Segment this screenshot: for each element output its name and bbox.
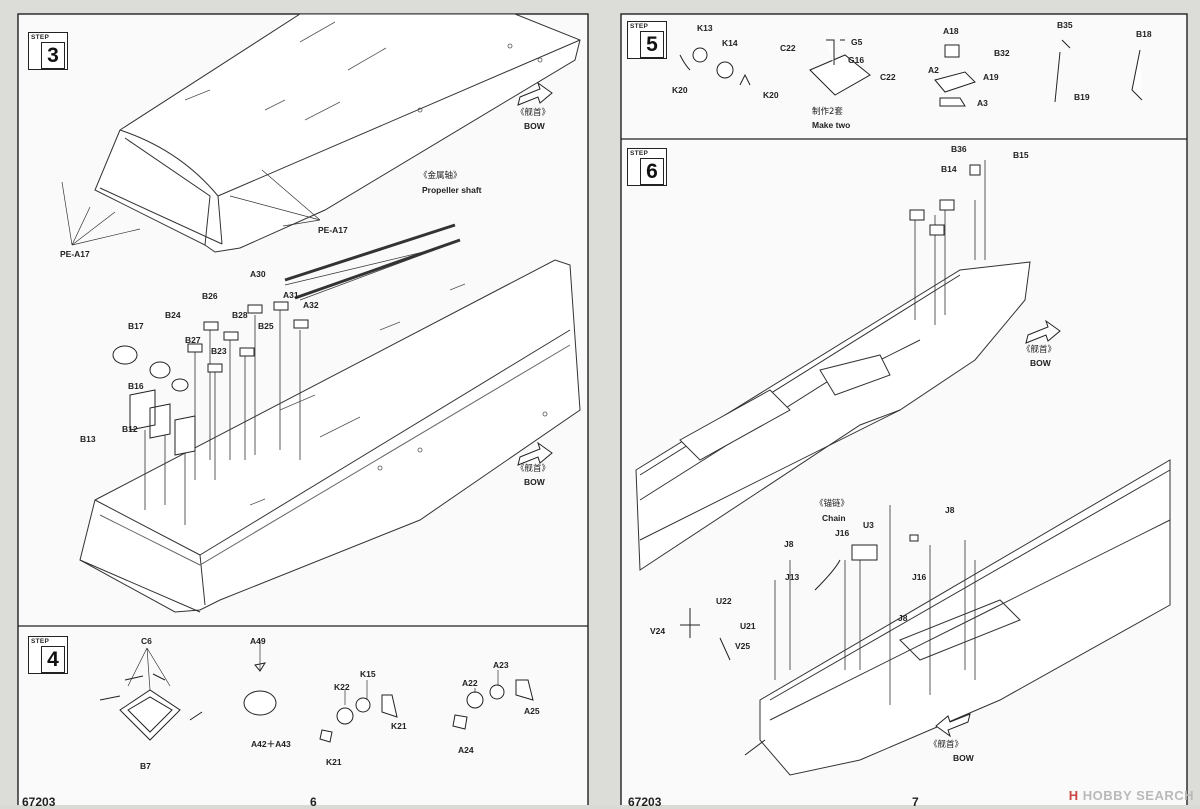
- step4-badge: STEP 4: [28, 636, 68, 674]
- step6-drops: [774, 160, 986, 705]
- label-v25: V25: [735, 641, 751, 651]
- label-b23: B23: [211, 346, 227, 356]
- label-k14: K14: [722, 38, 738, 48]
- label-bow1-cn: 《舰首》: [516, 108, 551, 118]
- step6-number: 6: [640, 158, 664, 185]
- step5-word: STEP: [630, 23, 649, 30]
- step3-number: 3: [41, 42, 65, 69]
- right-footer-code: 67203: [628, 795, 662, 809]
- label-k20b: K20: [763, 90, 779, 100]
- label-a42-a43: A42＋A43: [251, 739, 291, 749]
- label-chain-en: Chain: [822, 513, 846, 523]
- label-g16: G16: [848, 55, 865, 65]
- label-b19: B19: [1074, 92, 1090, 102]
- label-a49: A49: [250, 636, 266, 646]
- step3-word: STEP: [31, 34, 50, 41]
- label-a23: A23: [493, 660, 509, 670]
- label-u21: U21: [740, 621, 756, 631]
- step4-number: 4: [41, 646, 65, 673]
- label-a32: A32: [303, 300, 319, 310]
- watermark-text: HOBBY SEARCH: [1082, 788, 1194, 803]
- label-a25: A25: [524, 706, 540, 716]
- step6-badge: STEP 6: [627, 148, 667, 186]
- label-b28: B28: [232, 310, 248, 320]
- label-bow1-en: BOW: [524, 121, 545, 131]
- label-b27: B27: [185, 335, 201, 345]
- left-footer-code: 67203: [22, 795, 56, 809]
- label-b13: B13: [80, 434, 96, 444]
- lower-hull-part: [79, 259, 581, 613]
- label-b26: B26: [202, 291, 218, 301]
- label-k13: K13: [697, 23, 713, 33]
- label-shaft-cn: 《金属轴》: [419, 171, 462, 181]
- label-chain-cn: 《锚链》: [815, 499, 850, 509]
- label-a31: A31: [283, 290, 299, 300]
- label-k15: K15: [360, 669, 376, 679]
- watermark-logo: H: [1068, 788, 1079, 803]
- step4-word: STEP: [31, 638, 50, 645]
- watermark: H HOBBY SEARCH: [1069, 788, 1194, 803]
- label-v24: V24: [650, 626, 666, 636]
- label-b36: B36: [951, 144, 967, 154]
- label-bow2-cn: 《舰首》: [516, 464, 551, 474]
- upper-hull-part: [94, 13, 581, 253]
- label-c6: C6: [141, 636, 152, 646]
- label-j8c: J8: [898, 613, 908, 623]
- left-page-number: 6: [310, 795, 317, 809]
- label-bow1-en-r: BOW: [1030, 358, 1051, 368]
- label-b24: B24: [165, 310, 181, 320]
- label-bow2-en: BOW: [524, 477, 545, 487]
- label-k22: K22: [334, 682, 350, 692]
- bow-arrows: [517, 81, 1061, 738]
- label-b35: B35: [1057, 20, 1073, 30]
- label-b17: B17: [128, 321, 144, 331]
- label-a22: A22: [462, 678, 478, 688]
- label-b14: B14: [941, 164, 957, 174]
- label-b15: B15: [1013, 150, 1029, 160]
- label-a30: A30: [250, 269, 266, 279]
- label-shaft-en: Propeller shaft: [422, 185, 482, 195]
- label-bow1-cn-r: 《舰首》: [1022, 345, 1057, 355]
- label-b25: B25: [258, 321, 274, 331]
- label-u3: U3: [863, 520, 874, 530]
- label-j8b: J8: [784, 539, 794, 549]
- label-pe-a17-right: PE-A17: [318, 225, 348, 235]
- label-b16: B16: [128, 381, 144, 391]
- step4-parts: [99, 662, 534, 743]
- label-a24: A24: [458, 745, 474, 755]
- label-g5: G5: [851, 37, 863, 47]
- label-a3: A3: [977, 98, 988, 108]
- step6-word: STEP: [630, 150, 649, 157]
- label-bow2-cn-r: 《舰首》: [929, 740, 964, 750]
- label-c22b: C22: [880, 72, 896, 82]
- label-u22: U22: [716, 596, 732, 606]
- label-c22a: C22: [780, 43, 796, 53]
- label-a2: A2: [928, 65, 939, 75]
- label-k21b: K21: [326, 757, 342, 767]
- label-bow2-en-r: BOW: [953, 753, 974, 763]
- label-b32: B32: [994, 48, 1010, 58]
- step4-leaders: [127, 640, 499, 705]
- label-b12: B12: [122, 424, 138, 434]
- step5-parts: [679, 39, 1143, 107]
- label-j8a: J8: [945, 505, 955, 515]
- label-j13: J13: [785, 572, 800, 582]
- label-pe-a17-left: PE-A17: [60, 249, 90, 259]
- label-a18: A18: [943, 26, 959, 36]
- label-j16b: J16: [912, 572, 927, 582]
- label-b7: B7: [140, 761, 151, 771]
- step3-badge: STEP 3: [28, 32, 68, 70]
- right-page-number: 7: [912, 795, 919, 809]
- step5-number: 5: [640, 31, 664, 58]
- step5-badge: STEP 5: [627, 21, 667, 59]
- label-make-two-en: Make two: [812, 120, 851, 130]
- label-k21a: K21: [391, 721, 407, 731]
- label-j16a: J16: [835, 528, 850, 538]
- label-a19: A19: [983, 72, 999, 82]
- label-k20a: K20: [672, 85, 688, 95]
- label-make-two-cn: 制作2套: [812, 107, 843, 117]
- label-b18: B18: [1136, 29, 1152, 39]
